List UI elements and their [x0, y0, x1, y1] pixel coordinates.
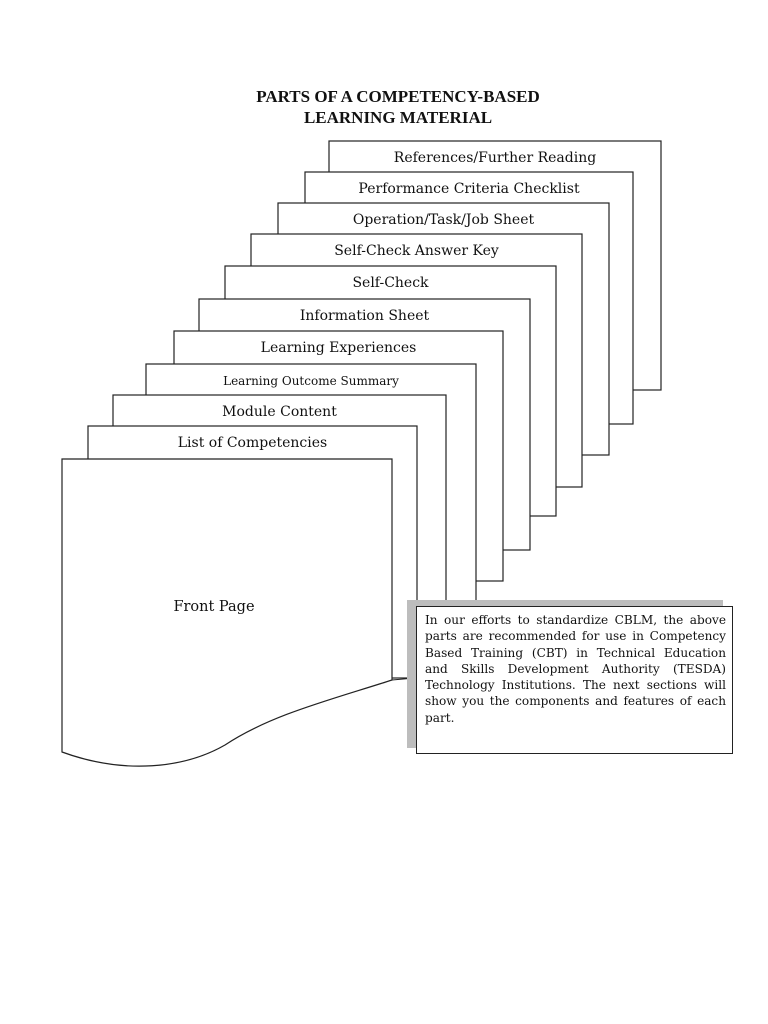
sheet-label: Module Content: [222, 404, 337, 420]
title-line-1: PARTS OF A COMPETENCY-BASED: [256, 87, 540, 106]
note-text: In our efforts to standardize CBLM, the …: [425, 613, 726, 725]
front-page-sheet: Front Page: [61, 458, 393, 767]
note-box: In our efforts to standardize CBLM, the …: [416, 606, 733, 754]
sheet-label: References/Further Reading: [394, 150, 596, 166]
sheet-label: List of Competencies: [178, 435, 327, 451]
sheet-label: Self-Check: [352, 275, 429, 291]
title-line-2: LEARNING MATERIAL: [303, 108, 493, 127]
front-page-outline: [61, 458, 393, 767]
sheet-label: Learning Experiences: [261, 340, 417, 356]
sheet-label: Learning Outcome Summary: [223, 374, 399, 388]
page-title: PARTS OF A COMPETENCY-BASED LEARNING MAT…: [0, 86, 768, 128]
sheet-label: Self-Check Answer Key: [334, 243, 499, 259]
sheet-label: Performance Criteria Checklist: [358, 181, 580, 197]
sheet-label: Operation/Task/Job Sheet: [353, 212, 535, 228]
sheet-label: Information Sheet: [300, 308, 430, 324]
front-page-label: Front Page: [173, 599, 254, 615]
